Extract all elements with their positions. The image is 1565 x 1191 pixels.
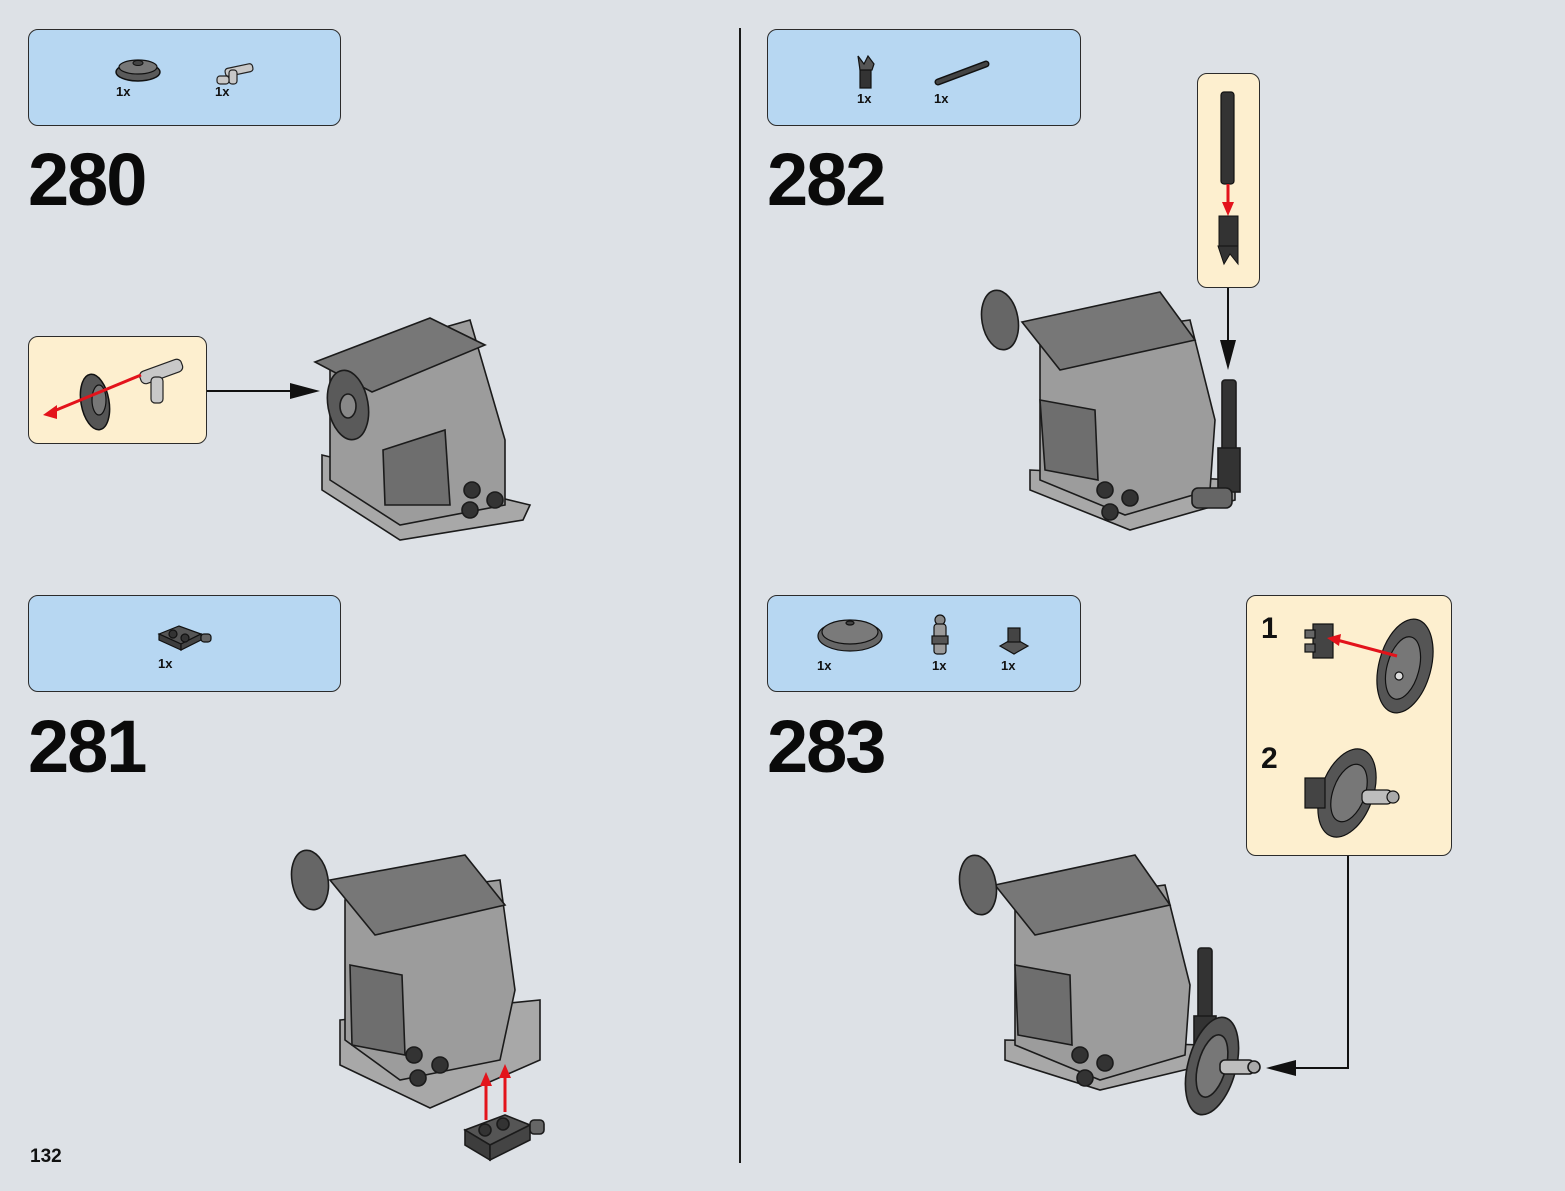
parts-list-282-icons (857, 54, 990, 89)
page-number: 132 (30, 1146, 62, 1167)
sub-assembly-callout-282 (1197, 73, 1260, 288)
bar-black-part-icon (934, 60, 990, 86)
step-number-283: 283 (767, 705, 886, 788)
part-qty: 1x (932, 658, 947, 673)
step-number-282: 282 (767, 138, 886, 221)
bar-holder-clip-part-icon (857, 54, 875, 89)
part-qty: 1x (934, 91, 949, 106)
parts-list-281-icons (157, 625, 212, 651)
bar-holder-part-icon (216, 63, 254, 85)
parts-list-280-icons (115, 59, 254, 85)
part-qty: 1x (1001, 658, 1016, 673)
parts-list-280: 1x 1x (28, 29, 341, 126)
sub-assembly-282-drawing (1217, 91, 1239, 266)
part-qty: 1x (215, 84, 230, 99)
sub-assembly-callout-283: 1 2 (1246, 595, 1452, 856)
step-number-280: 280 (28, 138, 147, 221)
dish-part-icon (115, 59, 161, 82)
substep-number: 2 (1261, 742, 1278, 775)
part-qty: 1x (158, 656, 173, 671)
step-number-281: 281 (28, 705, 147, 788)
parts-list-282: 1x 1x (767, 29, 1081, 126)
part-qty: 1x (817, 658, 832, 673)
substep-number: 1 (1261, 612, 1278, 645)
sub-assembly-283-drawing (1304, 618, 1434, 838)
clip-plate-part-icon (998, 627, 1030, 655)
sub-assembly-280-drawing (43, 358, 184, 431)
plate-with-bar-part-icon (157, 625, 212, 651)
part-qty: 1x (116, 84, 131, 99)
hilt-part-icon (931, 614, 949, 655)
dish-4x4-part-icon (817, 619, 883, 652)
page-divider (739, 28, 741, 1163)
part-qty: 1x (857, 91, 872, 106)
parts-list-283-icons (817, 614, 1030, 655)
parts-list-281: 1x (28, 595, 341, 692)
parts-list-283: 1x 1x 1x (767, 595, 1081, 692)
sub-assembly-callout-280 (28, 336, 207, 444)
